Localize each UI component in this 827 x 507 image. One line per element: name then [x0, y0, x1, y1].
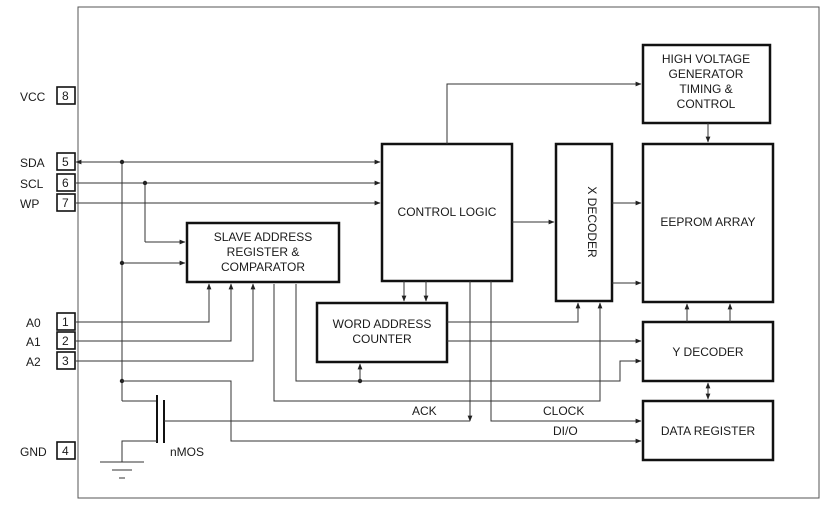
- word-address-block: WORD ADDRESS COUNTER: [315, 301, 449, 364]
- ack-label: ACK: [412, 404, 437, 418]
- pin-number: 8: [62, 89, 69, 103]
- pin-number: 2: [62, 334, 69, 348]
- clock-label: CLOCK: [543, 404, 584, 418]
- slave-address-block: SLAVE ADDRESS REGISTER & COMPARATOR: [185, 221, 341, 284]
- slave-line-2: REGISTER &: [227, 245, 300, 259]
- y-decoder-block: Y DECODER: [641, 320, 775, 383]
- control-logic-block: CONTROL LOGIC: [380, 142, 514, 283]
- pin-number: 5: [62, 155, 69, 169]
- pin-name: A2: [26, 355, 41, 369]
- pin-name: WP: [20, 197, 39, 211]
- slave-line-1: SLAVE ADDRESS: [214, 230, 312, 244]
- eeprom-array-block: EEPROM ARRAY: [641, 142, 775, 304]
- eeprom-array-label: EEPROM ARRAY: [660, 215, 755, 229]
- pin-a0: A0 1: [26, 312, 76, 331]
- data-register-label: DATA REGISTER: [661, 424, 756, 438]
- hv-generator-block: HIGH VOLTAGE GENERATOR TIMING & CONTROL: [641, 43, 772, 125]
- pin-name: SCL: [20, 177, 44, 191]
- y-decoder-label: Y DECODER: [672, 345, 743, 359]
- pin-number: 3: [62, 354, 69, 368]
- pin-name: A1: [26, 335, 41, 349]
- chip-outline: [77, 6, 820, 499]
- control-logic-label: CONTROL LOGIC: [398, 205, 497, 219]
- nmos-label: nMOS: [170, 445, 204, 459]
- pin-number: 1: [62, 315, 69, 329]
- hv-line-4: CONTROL: [677, 97, 736, 111]
- x-decoder-block: X DECODER: [554, 142, 614, 303]
- pin-number: 7: [62, 196, 69, 210]
- pin-number: 4: [62, 444, 69, 458]
- pin-sda: SDA 5: [20, 152, 76, 171]
- dio-label: DI/O: [553, 424, 578, 438]
- pin-gnd: GND 4: [20, 441, 76, 460]
- pin-name: SDA: [20, 156, 45, 170]
- word-line-2: COUNTER: [352, 332, 412, 346]
- pin-name: GND: [20, 445, 47, 459]
- hv-line-2: GENERATOR: [669, 67, 744, 81]
- pin-name: VCC: [20, 90, 46, 104]
- hv-line-3: TIMING &: [679, 82, 732, 96]
- pin-a2: A2 3: [26, 351, 76, 370]
- pin-number: 6: [62, 176, 69, 190]
- pin-scl: SCL 6: [20, 173, 76, 192]
- data-register-block: DATA REGISTER: [641, 399, 775, 462]
- pin-a1: A1 2: [26, 331, 76, 350]
- pin-name: A0: [26, 316, 41, 330]
- word-line-1: WORD ADDRESS: [333, 317, 432, 331]
- pin-wp: WP 7: [20, 193, 76, 212]
- pin-vcc: VCC 8: [20, 86, 76, 105]
- slave-line-3: COMPARATOR: [221, 260, 305, 274]
- hv-line-1: HIGH VOLTAGE: [662, 52, 750, 66]
- x-decoder-label: X DECODER: [585, 186, 599, 258]
- wiring: [75, 81, 733, 479]
